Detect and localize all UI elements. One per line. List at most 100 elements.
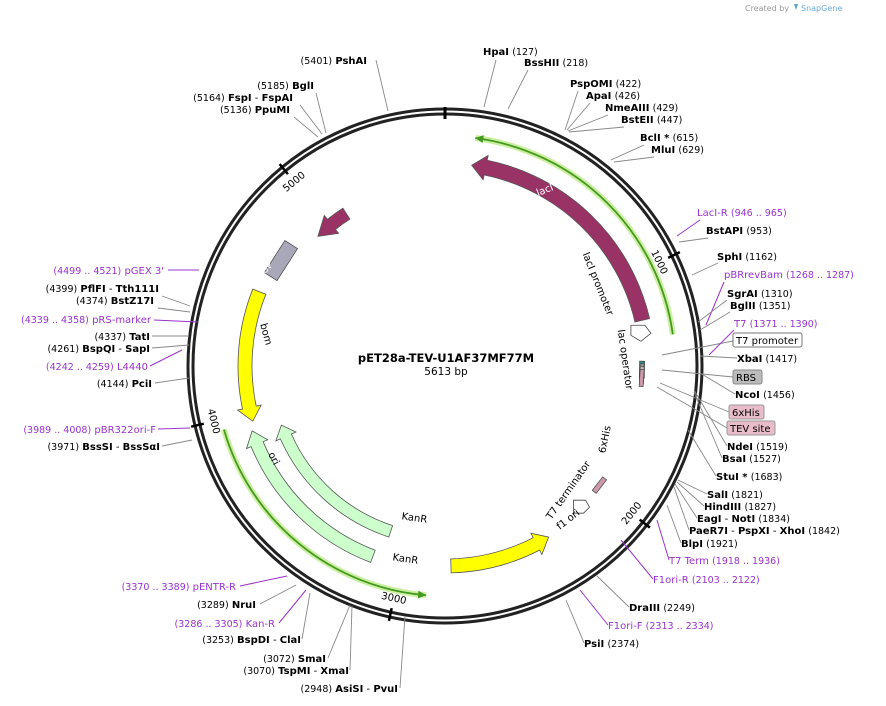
enzyme-sgrai[interactable]: SgrAI (1310) — [697, 289, 793, 323]
site-name: SalI — [707, 490, 728, 501]
enzyme-pcii[interactable]: (4144) PciI — [97, 377, 190, 390]
site-name: TspMI — [278, 666, 310, 677]
site-label: F1ori-R (2103 .. 2122) — [653, 575, 760, 586]
enzyme-bsssi[interactable]: (3971) BssSI - BssSαI — [47, 439, 193, 453]
leader-line — [327, 604, 351, 659]
kanr-transcript-arrowhead — [417, 590, 427, 599]
site-name: pBRrevBam — [724, 270, 783, 281]
site-position: (2249) — [663, 603, 695, 614]
enzyme-eagi[interactable]: EagI - NotI (1834) — [674, 483, 790, 525]
leader-line — [676, 481, 705, 507]
primer-laci-r[interactable]: LacI-R (946 .. 965) — [676, 208, 787, 237]
site-label: (4374) BstZ17I — [76, 296, 154, 307]
site-position: (4499 .. 4521) — [53, 266, 121, 277]
enzyme-bgli[interactable]: (5185) BglI — [257, 81, 327, 134]
site-label: LacI-R (946 .. 965) — [697, 208, 787, 219]
enzyme-bsai[interactable]: BsaI (1527) — [693, 391, 781, 465]
enzyme-ndei[interactable]: NdeI (1519) — [693, 389, 788, 453]
primer-pentr-r[interactable]: (3370 .. 3389) pENTR-R — [122, 575, 288, 593]
enzyme-draiii[interactable]: DraIII (2249) — [596, 575, 695, 614]
enzyme-stui-[interactable]: StuI * (1683) — [687, 429, 782, 483]
enzyme-fspi[interactable]: (5164) FspI - FspAI — [193, 93, 323, 135]
site-name: pBR322ori-F — [94, 425, 156, 436]
enzyme-bglii[interactable]: BglII (1351) — [699, 301, 790, 331]
enzyme-hindiii[interactable]: HindIII (1827) — [676, 481, 776, 513]
site-position: (1921) — [706, 539, 738, 550]
site-position: (4261) — [47, 344, 79, 355]
enzyme-bstapi[interactable]: BstAPI (953) — [678, 226, 772, 243]
enzyme-sphi[interactable]: SphI (1162) — [691, 252, 777, 276]
primer-pbr322ori-f[interactable]: (3989 .. 4008) pBR322ori-F — [23, 425, 191, 436]
leader-line — [151, 344, 190, 349]
enzyme-nmeaiii[interactable]: NmeAIII (429) — [567, 103, 679, 132]
site-position: (4337) — [94, 332, 126, 343]
enzyme-pshai[interactable]: (5401) PshAI — [301, 56, 389, 112]
primer-f1ori-f[interactable]: F1ori-F (2313 .. 2334) — [579, 589, 714, 632]
site-position: (3370 .. 3389) — [122, 582, 190, 593]
site-label: MluI (629) — [651, 145, 704, 156]
primer-t7[interactable]: T7 (1371 .. 1390) — [708, 319, 818, 356]
primer-f1ori-r[interactable]: F1ori-R (2103 .. 2122) — [620, 539, 760, 586]
tick-label: 3000 — [380, 591, 407, 607]
site-name: pGEX 3' — [124, 266, 164, 277]
site-label: F1ori-F (2313 .. 2334) — [608, 621, 714, 632]
site-name: PvuI — [373, 684, 398, 695]
enzyme-asisi[interactable]: (2948) AsiSI - PvuI — [301, 615, 406, 695]
site-name: PsiI — [584, 639, 604, 650]
enzyme-ppumi[interactable]: (5136) PpuMI — [220, 105, 319, 138]
primer-pgex-3-[interactable]: (4499 .. 4521) pGEX 3' — [53, 266, 199, 277]
site-name: MluI — [651, 145, 675, 156]
snapgene-credit: Created by SnapGene — [745, 4, 842, 13]
site-label: (3253) BspDI - ClaI — [202, 635, 301, 646]
site-label: ApaI (426) — [586, 91, 640, 102]
enzyme-psii[interactable]: PsiI (2374) — [565, 599, 639, 650]
site-position: (1842) — [808, 526, 840, 537]
site-label: (5401) PshAI — [301, 56, 367, 67]
primer-pbrrevbam[interactable]: pBRrevBam (1268 .. 1287) — [705, 270, 854, 326]
enzyme-bspqi[interactable]: (4261) BspQI - SapI — [47, 344, 190, 355]
enzyme-tati[interactable]: (4337) TatI — [94, 332, 189, 343]
enzyme-hpai[interactable]: HpaI (127) — [483, 47, 538, 108]
enzyme-pspomi[interactable]: PspOMI (422) — [564, 79, 641, 131]
enzyme-sali[interactable]: SalI (1821) — [677, 479, 763, 501]
site-position: (3286 .. 3305) — [175, 619, 243, 630]
t7-promoter-label: T7 promoter — [735, 336, 799, 347]
enzyme-ncoi[interactable]: NcoI (1456) — [699, 372, 795, 401]
enzyme-nrui[interactable]: (3289) NruI — [197, 584, 297, 611]
enzyme-bsteii[interactable]: BstEII (447) — [568, 115, 682, 133]
site-position: (2313 .. 2334) — [646, 621, 714, 632]
enzyme-bsshii[interactable]: BssHII (218) — [507, 58, 588, 110]
site-name: BglI — [292, 81, 314, 92]
enzyme-paer7i[interactable]: PaeR7I - PspXI - XhoI (1842) — [673, 486, 840, 537]
site-name: T7 Term — [668, 556, 709, 567]
enzyme-blpi[interactable]: BlpI (1921) — [666, 504, 738, 550]
leader-line — [315, 92, 327, 134]
primer-l4440[interactable]: (4242 .. 4259) L4440 — [46, 349, 183, 373]
leader-line — [507, 69, 529, 110]
primer-t7-term[interactable]: T7 Term (1918 .. 1936) — [656, 519, 780, 567]
leader-line — [613, 156, 655, 163]
enzyme-xbai[interactable]: XbaI (1417) — [699, 354, 797, 365]
site-name: PspOMI — [570, 79, 612, 90]
enzyme-pflfi[interactable]: (4399) PflFI - Tth111I — [46, 284, 191, 307]
site-label: NcoI (1456) — [735, 390, 795, 401]
enzyme-bstz17i[interactable]: (4374) BstZ17I — [76, 296, 191, 313]
enzyme-apai[interactable]: ApaI (426) — [566, 91, 640, 131]
primer-kan-r[interactable]: (3286 .. 3305) Kan-R — [175, 589, 307, 630]
site-position: (2103 .. 2122) — [692, 575, 760, 586]
enzyme-smai[interactable]: (3072) SmaI — [263, 604, 351, 665]
site-label: BglII (1351) — [730, 301, 790, 312]
separator: - — [115, 344, 125, 355]
site-label: StuI * (1683) — [716, 472, 782, 483]
primer-prs-marker[interactable]: (4339 .. 4358) pRS-marker — [21, 315, 199, 326]
site-position: (953) — [746, 226, 772, 237]
leader-line — [161, 295, 191, 307]
enzyme-bspdi[interactable]: (3253) BspDI - ClaI — [202, 592, 311, 646]
site-label: BclI * (615) — [640, 133, 698, 144]
enzyme-mlui[interactable]: MluI (629) — [613, 145, 704, 163]
site-name: Kan-R — [246, 619, 275, 630]
enzyme-tspmi[interactable]: (3070) TspMI - XmaI — [243, 605, 353, 677]
site-label: T7 (1371 .. 1390) — [733, 319, 818, 330]
site-position: (429) — [653, 103, 679, 114]
enzyme-bcli-[interactable]: BclI * (615) — [610, 133, 698, 161]
